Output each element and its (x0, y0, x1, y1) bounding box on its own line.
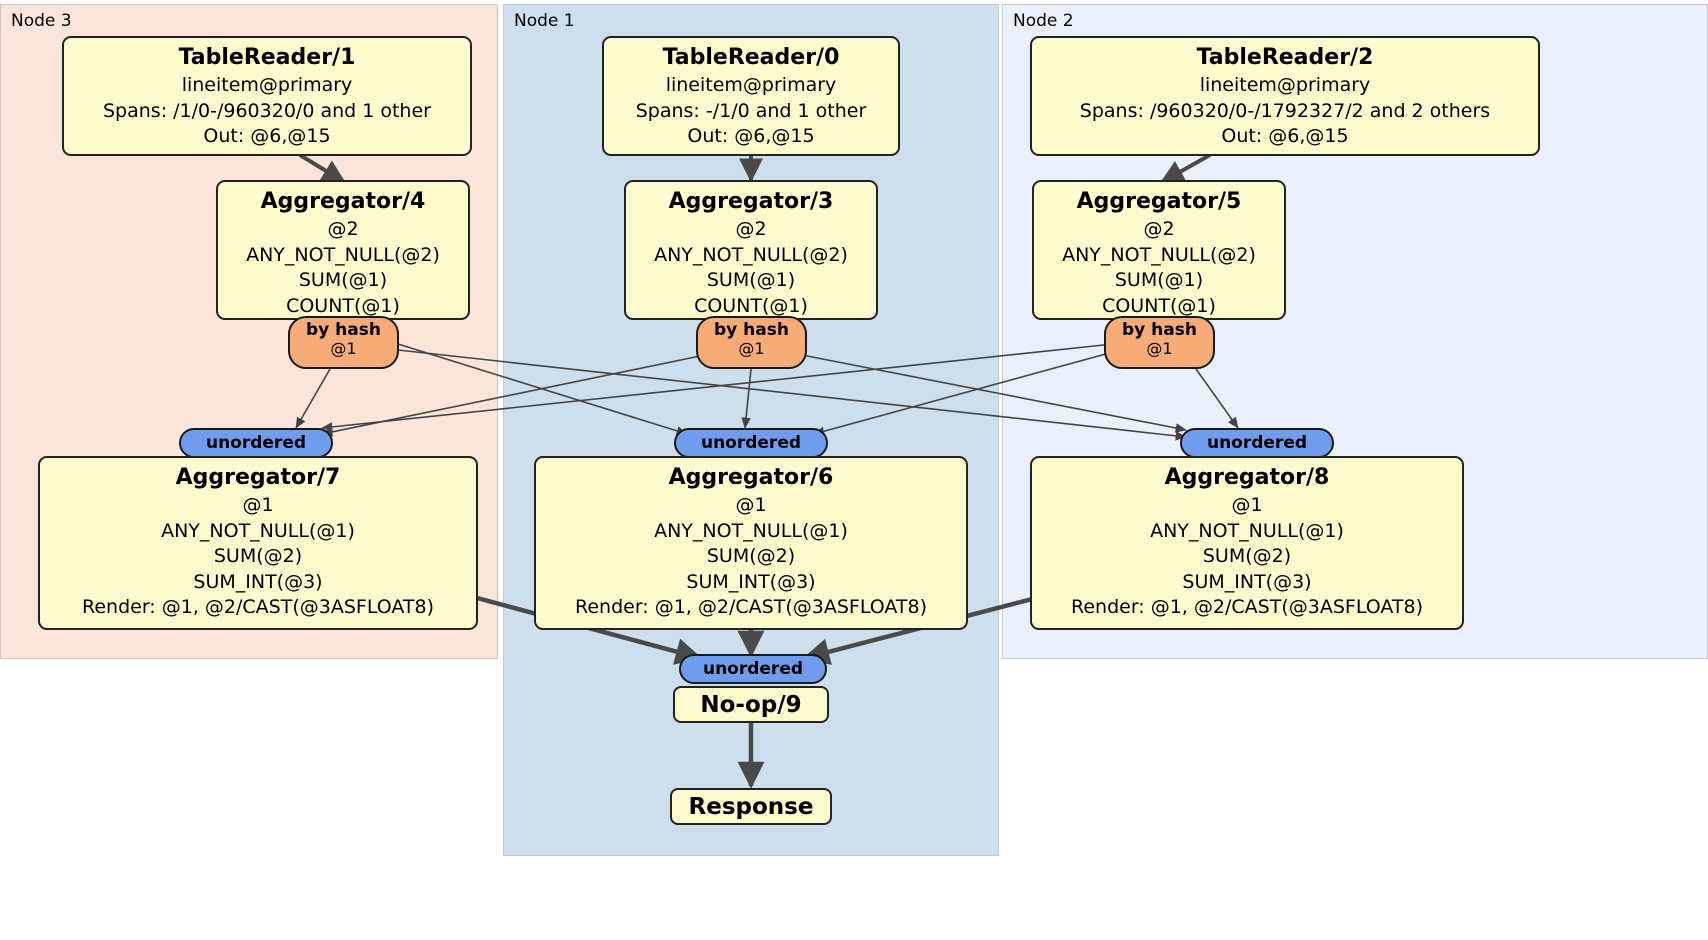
processor-detail-line: Spans: /960320/0-/1792327/2 and 2 others (1079, 99, 1491, 122)
processor-detail-line: Render: @1, @2/CAST(@3ASFLOAT8) (575, 596, 927, 618)
processor-title: TableReader/2 (1196, 45, 1374, 70)
processor-detail-line: ANY_NOT_NULL(@1) (654, 519, 848, 542)
processor-detail-line: SUM(@2) (213, 545, 303, 567)
processor-detail-line: @1 (1231, 494, 1263, 516)
processor-detail-line: SUM(@2) (706, 545, 796, 567)
processor-detail-line: ANY_NOT_NULL(@1) (161, 519, 355, 542)
processor-detail-line: ANY_NOT_NULL(@2) (246, 243, 440, 266)
processor-detail-line: SUM(@1) (1114, 269, 1204, 291)
processor-detail-line: SUM(@1) (298, 269, 388, 291)
processor-title: TableReader/1 (178, 45, 356, 70)
processor-box-tablereader-1[interactable]: TableReader/1 lineitem@primary Spans: /1… (62, 36, 472, 156)
processor-detail-line: lineitem@primary (665, 74, 837, 96)
router-badge-title: by hash (714, 320, 789, 340)
processor-detail-line: @1 (735, 494, 767, 516)
processor-detail-line: @2 (327, 218, 359, 240)
processor-detail-line: lineitem@primary (1199, 74, 1371, 96)
processor-detail-line: Spans: /1/0-/960320/0 and 1 other (103, 99, 431, 122)
processor-detail-line: COUNT(@1) (694, 294, 808, 317)
node-panel-label-node-3: Node 3 (11, 11, 72, 31)
router-badge-by-hash-left[interactable]: by hash @1 (288, 316, 399, 369)
processor-detail-line: Out: @6,@15 (203, 125, 331, 147)
processor-box-aggregator-8[interactable]: Aggregator/8 @1 ANY_NOT_NULL(@1) SUM(@2)… (1030, 456, 1464, 630)
processor-detail-line: SUM_INT(@3) (193, 570, 323, 593)
processor-box-aggregator-4[interactable]: Aggregator/4 @2 ANY_NOT_NULL(@2) SUM(@1)… (216, 180, 470, 320)
processor-title: Aggregator/4 (260, 189, 426, 214)
processor-box-aggregator-7[interactable]: Aggregator/7 @1 ANY_NOT_NULL(@1) SUM(@2)… (38, 456, 478, 630)
processor-detail-line: @1 (242, 494, 274, 516)
synchronizer-badge-unordered-right[interactable]: unordered (1180, 428, 1334, 458)
router-badge-sub: @1 (1146, 339, 1173, 359)
processor-detail-line: Render: @1, @2/CAST(@3ASFLOAT8) (1071, 596, 1423, 618)
processor-box-response[interactable]: Response (670, 788, 832, 825)
processor-box-tablereader-2[interactable]: TableReader/2 lineitem@primary Spans: /9… (1030, 36, 1540, 156)
processor-title: TableReader/0 (662, 45, 840, 70)
processor-title: Response (688, 793, 814, 820)
processor-detail-line: SUM(@1) (706, 269, 796, 291)
processor-detail-line: COUNT(@1) (286, 294, 400, 317)
processor-title: Aggregator/6 (668, 465, 834, 490)
processor-detail-line: Out: @6,@15 (1221, 125, 1349, 147)
synchronizer-badge-unordered-left[interactable]: unordered (179, 428, 333, 458)
processor-title: Aggregator/5 (1076, 189, 1242, 214)
processor-detail-line: SUM(@2) (1202, 545, 1292, 567)
processor-detail-line: SUM_INT(@3) (1182, 570, 1312, 593)
processor-detail-line: Render: @1, @2/CAST(@3ASFLOAT8) (82, 596, 434, 618)
synchronizer-badge-title: unordered (702, 659, 804, 679)
synchronizer-badge-unordered-final[interactable]: unordered (679, 654, 827, 684)
processor-box-aggregator-6[interactable]: Aggregator/6 @1 ANY_NOT_NULL(@1) SUM(@2)… (534, 456, 968, 630)
processor-detail-line: @2 (1143, 218, 1175, 240)
router-badge-title: by hash (1122, 320, 1197, 340)
processor-detail-line: COUNT(@1) (1102, 294, 1216, 317)
node-panel-label-node-1: Node 1 (514, 11, 575, 31)
processor-box-tablereader-0[interactable]: TableReader/0 lineitem@primary Spans: -/… (602, 36, 900, 156)
processor-title: Aggregator/8 (1164, 465, 1330, 490)
router-badge-sub: @1 (330, 339, 357, 359)
node-panel-label-node-2: Node 2 (1013, 11, 1074, 31)
processor-box-no-op-9[interactable]: No-op/9 (673, 686, 829, 723)
processor-box-aggregator-5[interactable]: Aggregator/5 @2 ANY_NOT_NULL(@2) SUM(@1)… (1032, 180, 1286, 320)
synchronizer-badge-title: unordered (205, 433, 307, 453)
processor-title: No-op/9 (700, 691, 802, 718)
synchronizer-badge-title: unordered (1206, 433, 1308, 453)
processor-title: Aggregator/3 (668, 189, 834, 214)
synchronizer-badge-unordered-middle[interactable]: unordered (674, 428, 828, 458)
router-badge-title: by hash (306, 320, 381, 340)
synchronizer-badge-title: unordered (700, 433, 802, 453)
processor-detail-line: SUM_INT(@3) (686, 570, 816, 593)
processor-detail-line: Out: @6,@15 (687, 125, 815, 147)
processor-detail-line: ANY_NOT_NULL(@2) (654, 243, 848, 266)
processor-detail-line: Spans: -/1/0 and 1 other (635, 99, 867, 122)
processor-box-aggregator-3[interactable]: Aggregator/3 @2 ANY_NOT_NULL(@2) SUM(@1)… (624, 180, 878, 320)
processor-title: Aggregator/7 (175, 465, 341, 490)
router-badge-by-hash-middle[interactable]: by hash @1 (696, 316, 807, 369)
router-badge-sub: @1 (738, 339, 765, 359)
processor-detail-line: @2 (735, 218, 767, 240)
router-badge-by-hash-right[interactable]: by hash @1 (1104, 316, 1215, 369)
processor-detail-line: lineitem@primary (181, 74, 353, 96)
processor-detail-line: ANY_NOT_NULL(@2) (1062, 243, 1256, 266)
processor-detail-line: ANY_NOT_NULL(@1) (1150, 519, 1344, 542)
